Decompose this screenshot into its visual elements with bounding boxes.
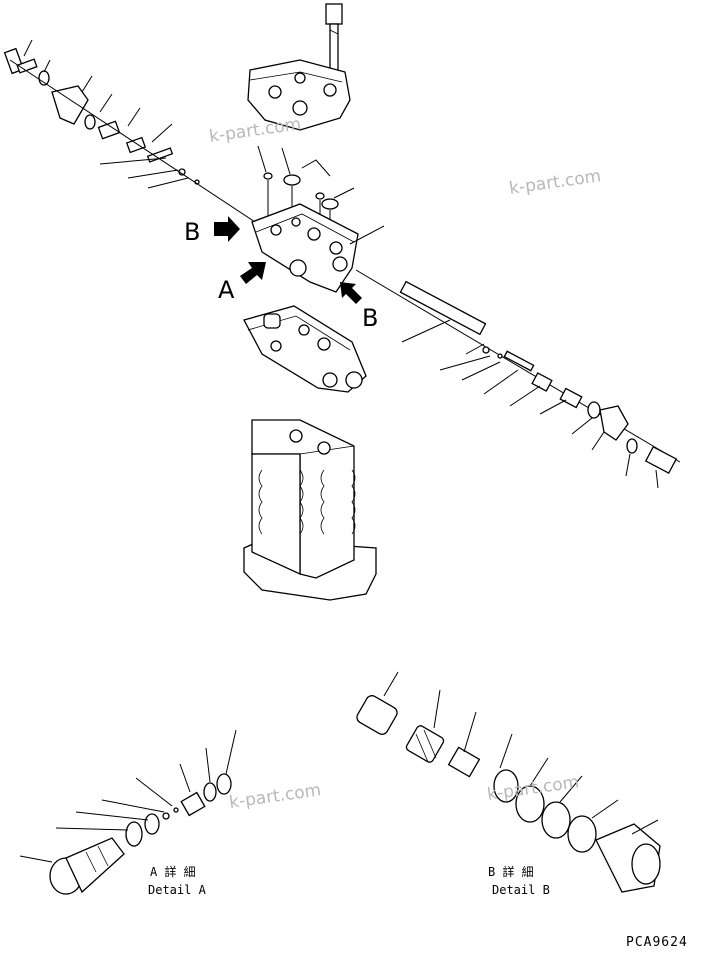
callout-b-left: B	[184, 216, 240, 246]
detail-a-title-en: Detail A	[148, 883, 207, 897]
callout-b-left-label: B	[184, 218, 200, 246]
valve-section-second	[243, 305, 367, 393]
top-cover-plate	[247, 59, 351, 131]
watermark-1: k-part.com	[208, 114, 302, 147]
detail-a-caption: A 詳 細 Detail A	[148, 864, 207, 897]
detail-b-parts	[356, 671, 661, 893]
detail-b-caption: B 詳 細 Detail B	[488, 864, 550, 897]
watermark-2: k-part.com	[508, 166, 602, 199]
detail-b-title-jp: B 詳 細	[488, 864, 534, 879]
watermark-3: k-part.com	[228, 780, 322, 813]
callout-b-right-label: B	[362, 304, 378, 332]
callout-b-right: B	[340, 282, 378, 332]
top-bolt	[325, 3, 343, 75]
detail-a-title-jp: A 詳 細	[150, 864, 196, 879]
right-spool-parts	[355, 269, 681, 489]
valve-stack-body	[243, 419, 377, 601]
upper-left-parts	[3, 39, 256, 223]
callout-a-label: A	[218, 276, 235, 304]
valve-section-main	[251, 203, 385, 293]
callout-a: A	[218, 262, 266, 304]
detail-b-title-en: Detail B	[492, 883, 550, 897]
drawing-code: PCA9624	[626, 935, 688, 950]
detail-a-parts	[19, 729, 237, 895]
